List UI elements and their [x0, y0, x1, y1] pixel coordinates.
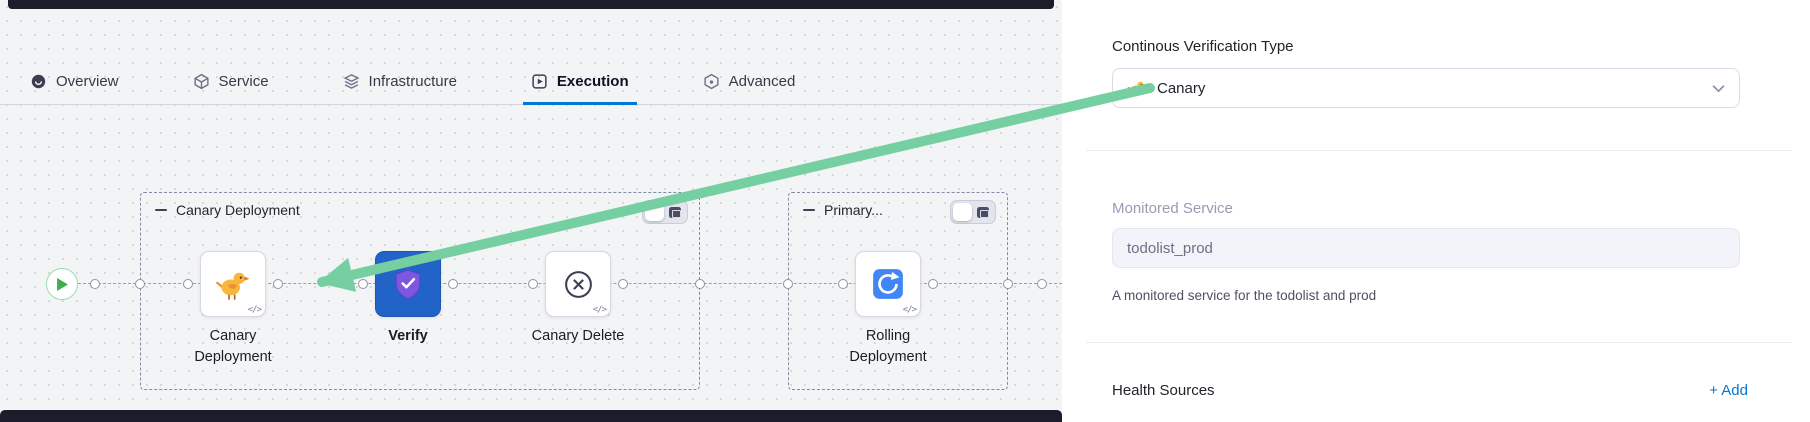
connector-dot: [90, 279, 100, 289]
circle-x-icon: [564, 270, 592, 298]
connector-dot: [838, 279, 848, 289]
group-view-toggle[interactable]: [642, 200, 688, 224]
section-divider: [1086, 150, 1792, 151]
health-sources-label: Health Sources: [1112, 382, 1215, 399]
connector-dot: [1003, 279, 1013, 289]
verify-step-config-panel: Continous Verification Type Canary Monit…: [1062, 0, 1810, 422]
group-header[interactable]: Primary...: [803, 202, 883, 218]
step-label-verify: Verify: [388, 328, 428, 344]
connector-dot: [928, 279, 938, 289]
connector-dot: [448, 279, 458, 289]
monitored-service-label: Monitored Service: [1112, 200, 1233, 217]
rolling-deployment-icon: [873, 269, 903, 299]
service-cube-icon: [193, 73, 209, 89]
connector-dot: [135, 279, 145, 289]
cv-type-value: Canary: [1157, 79, 1206, 97]
console-edge: [0, 410, 1062, 422]
step-canary-deployment[interactable]: </>: [200, 251, 266, 317]
monitored-service-help: A monitored service for the todolist and…: [1112, 288, 1377, 303]
pipeline-start-node[interactable]: [46, 268, 78, 300]
canary-icon: [1127, 81, 1147, 95]
chevron-down-icon: [1712, 84, 1725, 92]
step-label-rolling-deployment: Rolling Deployment: [849, 328, 927, 366]
infrastructure-layers-icon: [343, 73, 359, 89]
connector-dot: [618, 279, 628, 289]
advanced-cube-icon: [704, 73, 719, 89]
grid-glyph-icon: [669, 207, 681, 218]
connector-dot: [783, 279, 793, 289]
collapse-minus-icon[interactable]: [155, 208, 167, 212]
connector-dot: [273, 279, 283, 289]
step-canary-delete[interactable]: </>: [545, 251, 611, 317]
toggle-knob: [645, 203, 664, 221]
cv-type-label: Continous Verification Type: [1112, 38, 1294, 55]
cv-type-select[interactable]: Canary: [1112, 68, 1740, 108]
group-label: Primary...: [824, 202, 883, 218]
section-divider: [1086, 342, 1792, 343]
canary-icon: [216, 272, 250, 300]
tab-service[interactable]: Service: [193, 58, 269, 104]
tab-label: Execution: [556, 72, 629, 90]
tab-infrastructure[interactable]: Infrastructure: [343, 58, 457, 104]
grid-glyph-icon: [977, 207, 989, 218]
code-icon[interactable]: </>: [592, 305, 607, 315]
connector-dot: [1037, 279, 1047, 289]
tab-label: Advanced: [728, 72, 796, 90]
tab-overview[interactable]: Overview: [30, 58, 119, 104]
connector-dot: [695, 279, 705, 289]
toggle-knob: [953, 203, 972, 221]
add-health-source-button[interactable]: + Add: [1709, 382, 1748, 399]
pipeline-overview-icon: [31, 74, 46, 88]
connector-dot: [528, 279, 538, 289]
execution-play-icon: [532, 73, 547, 89]
tab-label: Overview: [56, 72, 119, 90]
monitored-service-input[interactable]: [1112, 228, 1740, 268]
group-label: Canary Deployment: [176, 202, 300, 218]
group-view-toggle[interactable]: [950, 200, 996, 224]
tab-execution[interactable]: Execution: [522, 58, 637, 105]
code-icon[interactable]: </>: [247, 305, 262, 315]
connector-dot: [183, 279, 193, 289]
canvas-top-edge: [8, 0, 1054, 9]
stage-tabbar: Overview Service Infrastructure Executio…: [0, 58, 1062, 105]
verify-shield-icon: [395, 269, 421, 299]
play-icon: [56, 277, 68, 291]
tab-label: Service: [218, 72, 269, 90]
tab-advanced[interactable]: Advanced: [703, 58, 796, 104]
collapse-minus-icon[interactable]: [803, 208, 815, 212]
code-icon[interactable]: </>: [902, 305, 917, 315]
step-verify[interactable]: [375, 251, 441, 317]
tab-label: Infrastructure: [368, 72, 457, 90]
step-rolling-deployment[interactable]: </>: [855, 251, 921, 317]
group-header[interactable]: Canary Deployment: [155, 202, 300, 218]
connector-dot: [358, 279, 368, 289]
pipeline-canvas[interactable]: Overview Service Infrastructure Executio…: [0, 0, 1062, 422]
step-label-canary-delete: Canary Delete: [531, 328, 625, 344]
step-label-canary-deployment: Canary Deployment: [194, 328, 272, 366]
